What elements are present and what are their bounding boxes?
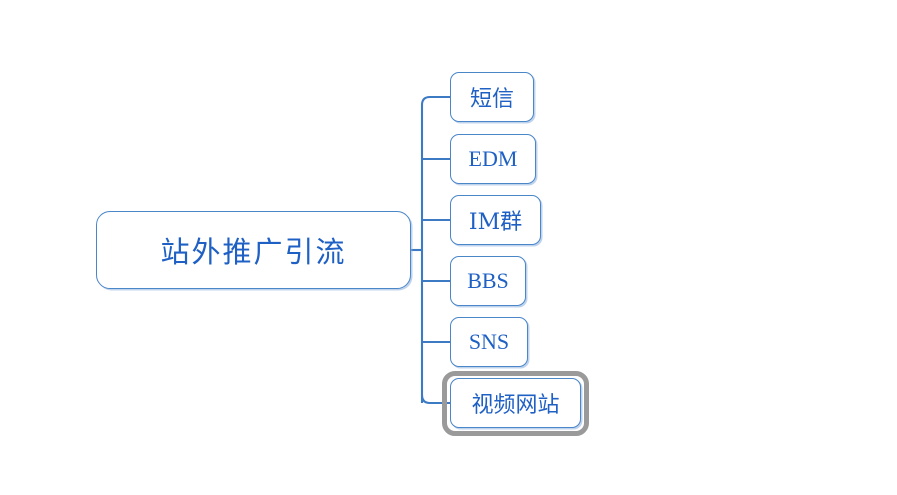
node-label-im-group: IM群 <box>468 210 523 235</box>
mindmap-node-edm[interactable]: EDM <box>450 134 536 184</box>
mindmap-node-sms[interactable]: 短信 <box>450 72 534 122</box>
node-label-video-site: 视频网站 <box>471 393 560 418</box>
connector-branch-sms <box>420 95 450 106</box>
mindmap-node-im-group[interactable]: IM群 <box>450 195 541 245</box>
node-label-bbs: BBS <box>467 268 509 293</box>
mindmap-node-video-site[interactable]: 视频网站 <box>450 378 581 428</box>
root-node-label: 站外推广引流 <box>160 235 347 269</box>
mindmap-root-node[interactable]: 站外推广引流 <box>96 211 411 289</box>
node-label-edm: EDM <box>468 146 518 171</box>
selection-frame <box>442 371 589 436</box>
mindmap-node-bbs[interactable]: BBS <box>450 256 526 306</box>
mindmap-node-sns[interactable]: SNS <box>450 317 528 367</box>
node-label-sns: SNS <box>468 329 510 354</box>
node-label-sms: 短信 <box>469 87 514 112</box>
